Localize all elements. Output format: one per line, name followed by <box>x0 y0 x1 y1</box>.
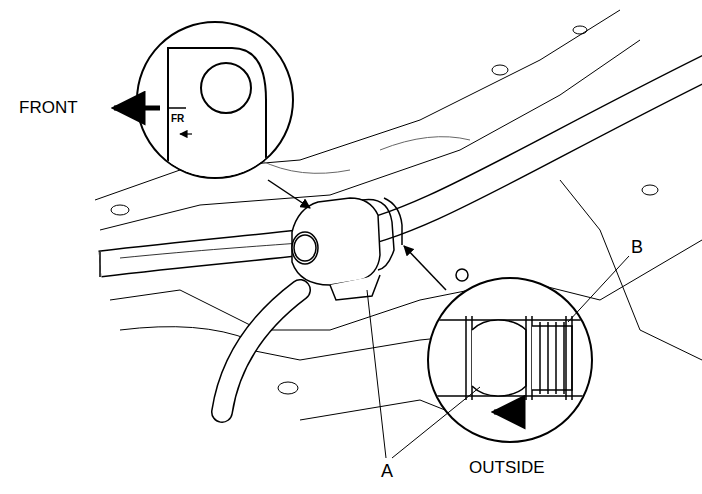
direction-label: FRONT <box>18 99 79 116</box>
bushing-section <box>168 48 266 200</box>
front-arrow <box>114 106 160 111</box>
stabilizer-arm <box>222 290 300 412</box>
direction-mark: FR <box>170 114 185 124</box>
callout-letter: B <box>630 238 644 256</box>
bushing-side-view <box>420 316 600 400</box>
bushing <box>292 198 468 300</box>
outside-arrow <box>494 410 522 415</box>
detail-circle <box>428 278 592 442</box>
fr-arrow <box>180 133 192 134</box>
leader-line <box>367 256 629 458</box>
callout-letter: A <box>380 462 394 480</box>
view-label: OUTSIDE <box>468 459 546 476</box>
view-arrow <box>268 180 446 290</box>
